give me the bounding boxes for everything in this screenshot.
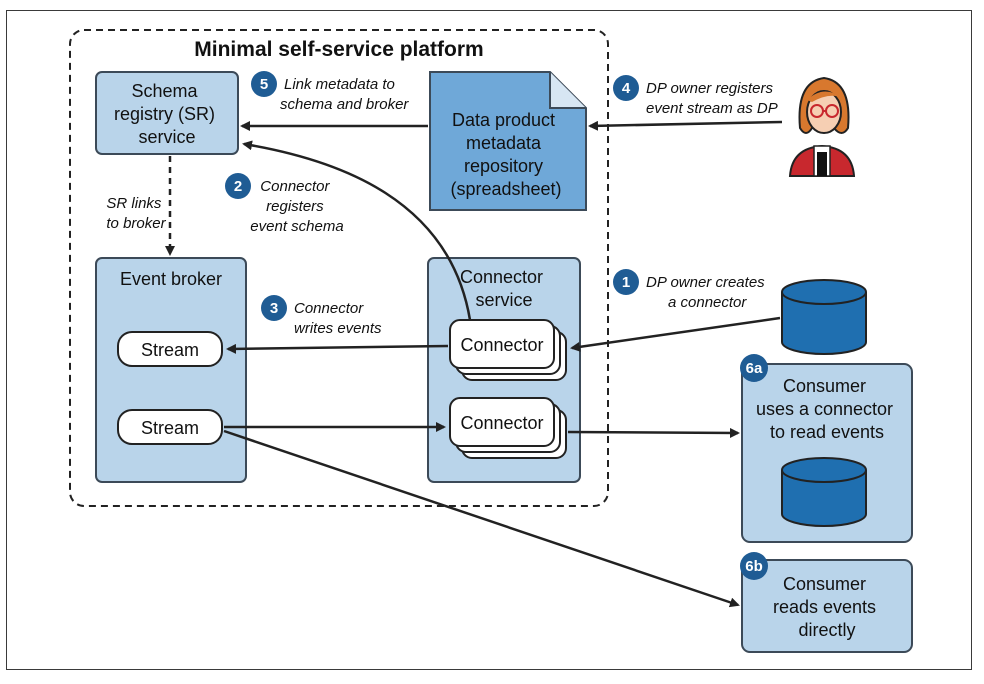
consumer-b-label: Consumer reads events directly <box>773 574 881 640</box>
step-2-text: Connector registers event schema <box>250 178 343 235</box>
step-1-badge <box>613 269 639 295</box>
step-1-number: 1 <box>622 274 630 291</box>
step-5-badge <box>251 71 277 97</box>
connector-1-label: Connector <box>460 335 543 355</box>
badge-6b-label: 6b <box>745 558 763 575</box>
arrow-connector-to-consumer-a <box>567 427 740 438</box>
step-4-badge <box>613 75 639 101</box>
diagram-frame <box>6 10 972 670</box>
step-5-text: Link metadata to schema and broker <box>280 76 409 113</box>
step-1-text: DP owner creates a connector <box>646 274 769 311</box>
stream-2[interactable] <box>117 409 223 445</box>
step-2-badge <box>225 173 251 199</box>
step-3-badge <box>261 295 287 321</box>
metadata-repository-label: Data product metadata repository (spread… <box>450 110 561 199</box>
arrow-person-to-repo <box>588 120 783 131</box>
sr-link-text: SR links to broker <box>106 195 166 232</box>
arrow-db-to-connector <box>570 316 781 352</box>
step-3-text: Connector writes events <box>294 300 382 337</box>
connector-service-label: Connector service <box>460 267 548 310</box>
connector-1[interactable] <box>449 319 555 369</box>
platform-boundary <box>69 29 609 507</box>
metadata-repository-doc[interactable] <box>429 71 587 211</box>
arrow-connector-to-sr <box>242 140 472 321</box>
doc-fold <box>549 72 586 109</box>
badge-6b <box>740 552 768 580</box>
database-icon <box>781 457 867 527</box>
consumer-b-box[interactable] <box>741 559 913 653</box>
step-2-number: 2 <box>234 178 242 195</box>
database-icon <box>781 279 867 355</box>
stream-1[interactable] <box>117 331 223 367</box>
badge-6a <box>740 354 768 382</box>
step-4-text: DP owner registers event stream as DP <box>646 80 778 117</box>
connector-2[interactable] <box>449 397 555 447</box>
schema-registry-label: Schema registry (SR) service <box>114 81 220 147</box>
event-broker-title: Event broker <box>120 269 222 289</box>
arrow-stream-to-consumer-b <box>223 429 740 608</box>
stream-2-label: Stream <box>141 418 199 438</box>
step-3-number: 3 <box>270 300 278 317</box>
step-5-number: 5 <box>260 76 268 93</box>
platform-title: Minimal self-service platform <box>194 38 483 61</box>
person-icon <box>788 76 856 177</box>
arrow-connector-to-stream <box>226 343 449 354</box>
stream-1-label: Stream <box>141 340 199 360</box>
consumer-a-label: Consumer uses a connector to read events <box>756 376 898 442</box>
step-4-number: 4 <box>622 80 631 97</box>
connector-2-label: Connector <box>460 413 543 433</box>
badge-6a-label: 6a <box>746 360 763 377</box>
event-broker-box[interactable] <box>95 257 247 483</box>
schema-registry-box[interactable] <box>95 71 239 155</box>
